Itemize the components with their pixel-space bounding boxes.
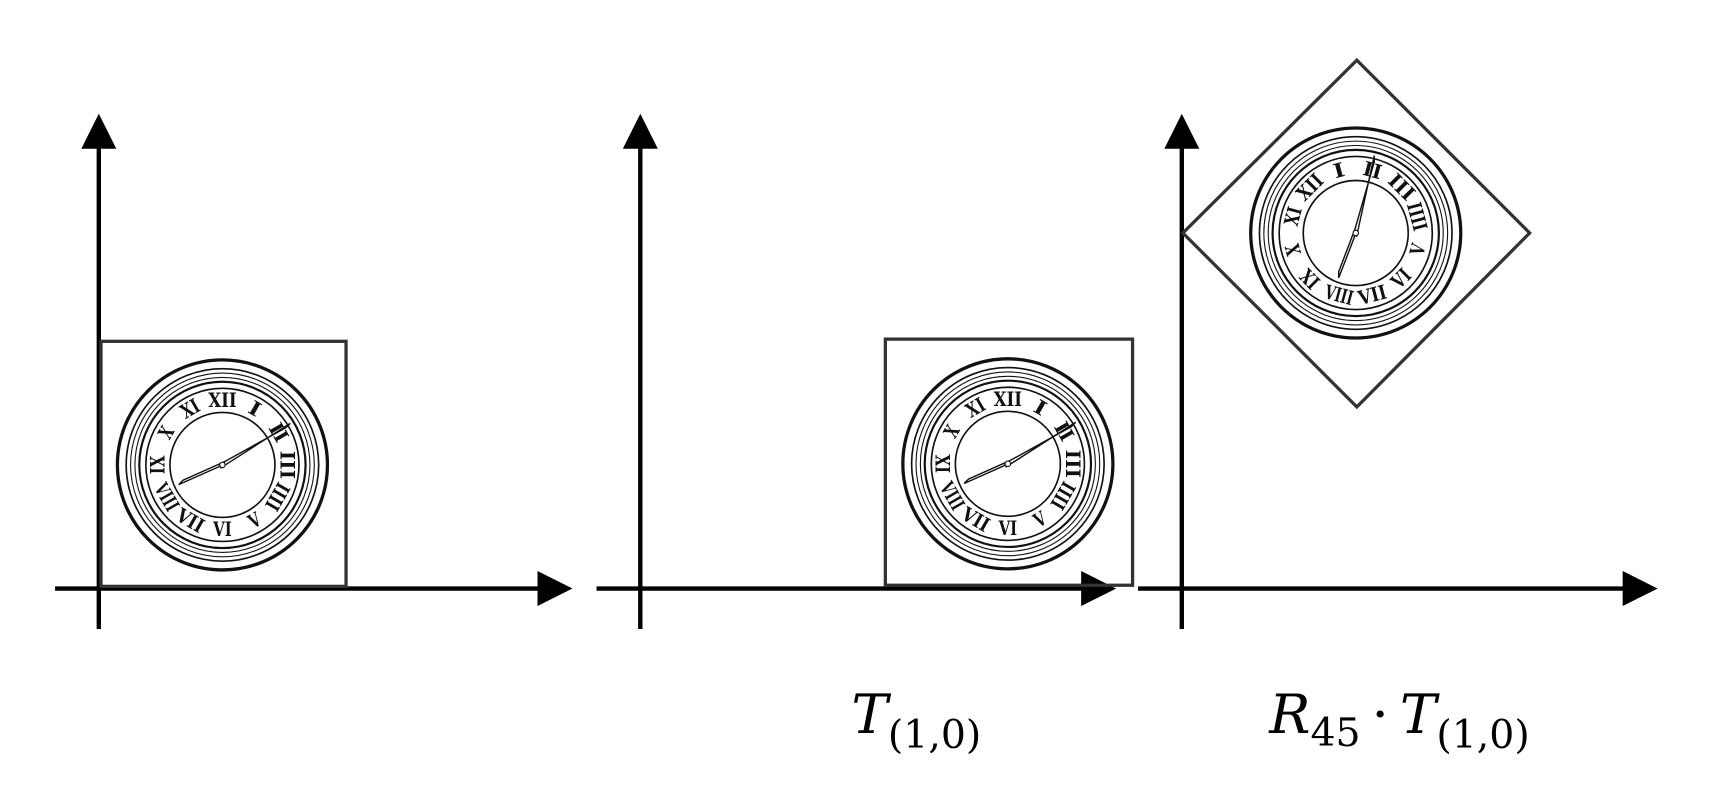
clock-hour-hand — [963, 459, 1011, 485]
clock-center-pin — [219, 461, 226, 469]
clock-image: XIIIIIIIIIIIIVVIVIIVIIIIXXXI — [115, 358, 330, 572]
label-rotation-translation: R45·T(1,0) — [1268, 682, 1529, 758]
clock-ring — [134, 376, 311, 553]
clock-ring — [910, 366, 1105, 561]
clock-numeral: I — [1030, 395, 1051, 420]
clock-ring — [125, 367, 320, 563]
clock-ring — [1258, 135, 1453, 331]
clock-numeral: XII — [994, 388, 1022, 411]
clock-numeral: VI — [212, 518, 231, 541]
clock-numeral: V — [1405, 241, 1430, 259]
clock-numeral: XI — [176, 394, 204, 423]
clock-numeral: VII — [957, 502, 994, 537]
clock-numeral: III — [1061, 450, 1084, 478]
clock-numeral: IX — [1295, 264, 1325, 294]
clock-center-pin — [1352, 229, 1360, 237]
clock-inner-dial — [1302, 179, 1410, 287]
clock-ring — [901, 357, 1115, 571]
clock-image: XIIIIIIIIIIIIVVIVIIVIIIIXXXI — [901, 357, 1115, 571]
clock-ring — [115, 358, 330, 572]
panel-original: XIIIIIIIIIIIIVVIVIIVIIIIXXXI — [55, 113, 573, 630]
clock-numeral: VII — [171, 503, 208, 538]
clock-numeral: I — [244, 396, 265, 421]
clock-ring — [1249, 126, 1463, 340]
clock-ring — [145, 387, 300, 543]
clock-ring — [129, 372, 315, 558]
clock-numeral: I — [1331, 158, 1348, 183]
clock-image: XIIIIIIIIIIIIVVIVIIVIIIIXXXI — [1249, 126, 1463, 340]
clock-ring — [1267, 144, 1444, 322]
clock-numeral: VI — [998, 517, 1017, 540]
clock-numeral: IIII — [261, 479, 295, 515]
clock-ring — [1263, 140, 1449, 326]
clock-numeral: X — [1281, 241, 1306, 258]
image-frame-rotated — [1180, 57, 1532, 410]
clock-hour-hand — [178, 460, 226, 486]
panel-translated: XIIIIIIIIIIIIVVIVIIVIIIIXXXI T(1,0) — [596, 113, 1135, 758]
clock-ring — [1271, 148, 1440, 318]
clock-ring — [915, 371, 1101, 557]
clock-inner-dial — [954, 410, 1062, 518]
clock-numeral: IX — [932, 454, 955, 473]
clock-center-pin — [1004, 460, 1012, 468]
image-frame — [883, 337, 1135, 587]
image-frame — [99, 339, 348, 588]
panel-rotated-translated: XIIIIIIIIIIIIVVIVIIVIIIIXXXI R45·T(1,0) — [1138, 57, 1658, 758]
label-translation: T(1,0) — [851, 682, 981, 758]
clock-numeral: VI — [1386, 264, 1416, 294]
clock-numeral: XI — [962, 393, 990, 422]
clock-numeral: XII — [208, 389, 236, 412]
clock-ring — [919, 375, 1096, 552]
clock-numeral: IIII — [1047, 478, 1081, 514]
clock-numeral: III — [275, 451, 298, 479]
clock-ring — [1278, 155, 1434, 311]
clock-hour-hand — [1338, 228, 1356, 279]
clock-inner-dial — [169, 411, 276, 519]
clock-numeral: XI — [1280, 204, 1307, 228]
clock-ring — [923, 379, 1093, 549]
clock-ring — [930, 386, 1086, 542]
clock-numeral: IX — [146, 455, 169, 474]
clock-ring — [138, 380, 307, 550]
